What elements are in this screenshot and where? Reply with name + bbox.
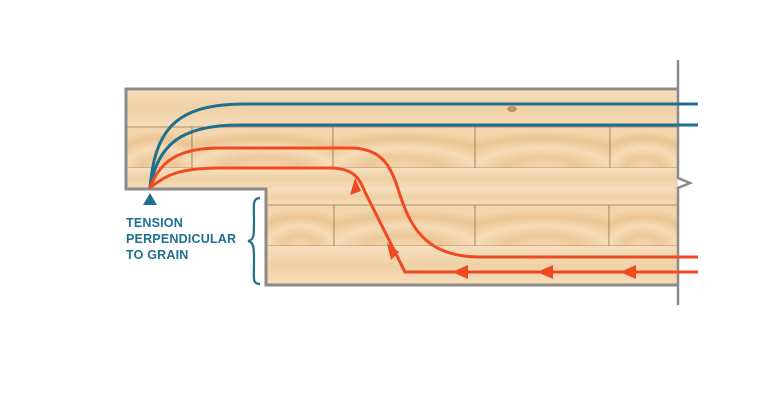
red-flow-line-2 — [149, 166, 698, 274]
beam-outline — [124, 87, 678, 287]
tension-flow-lines — [148, 146, 698, 274]
compression-flow-lines — [148, 102, 698, 189]
arrowheads — [350, 178, 636, 279]
lamination-blocks-lower — [265, 204, 679, 247]
lamination-middle — [126, 168, 678, 189]
blue-flow-line-2 — [148, 123, 698, 189]
arrowhead-icon — [537, 265, 553, 279]
break-line-icon — [676, 60, 694, 305]
arrowhead-icon — [452, 265, 468, 279]
arrowhead-icon — [620, 265, 636, 279]
glulam-beam — [124, 87, 679, 287]
lamination-top — [126, 89, 678, 127]
label-line-3: TO GRAIN — [126, 248, 189, 262]
lamination-blocks-upper — [125, 126, 679, 169]
blue-flow-line-1 — [148, 102, 698, 189]
support-triangle-icon — [143, 193, 157, 205]
label-line-1: TENSION — [126, 216, 183, 230]
lamination-bottom — [266, 246, 678, 285]
lamination-middle-lower — [266, 189, 678, 205]
brace-icon — [247, 196, 261, 286]
label-line-2: PERPENDICULAR — [126, 232, 237, 246]
arrowhead-icon — [387, 243, 399, 260]
red-flow-line-1 — [148, 146, 698, 259]
tension-perpendicular-label: TENSION PERPENDICULAR TO GRAIN — [126, 215, 236, 263]
arrowhead-icon — [350, 178, 361, 195]
